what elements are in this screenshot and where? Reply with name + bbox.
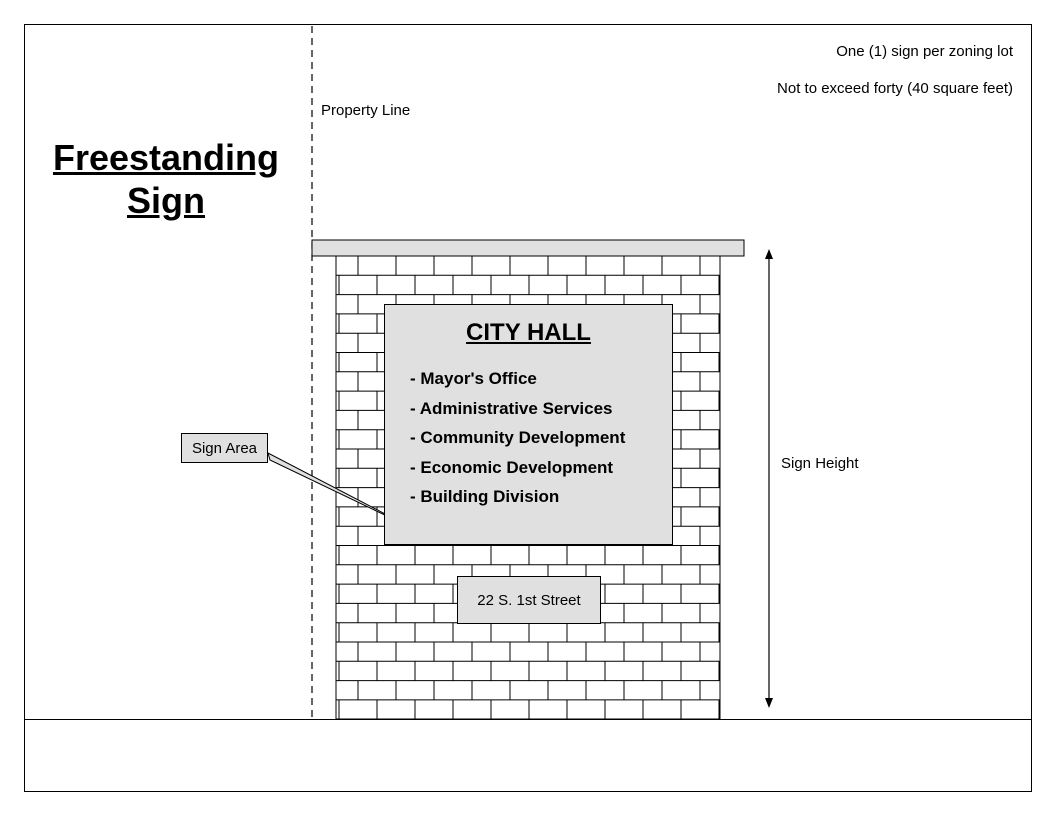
address-plaque: 22 S. 1st Street	[457, 576, 601, 624]
sign-area-pointer	[267, 452, 417, 531]
arrow-head-top	[765, 249, 773, 259]
sign-area-callout: Sign Area	[181, 433, 268, 463]
department-item: - Community Development	[410, 428, 626, 447]
department-item: - Mayor's Office	[410, 369, 537, 388]
property-line-label: Property Line	[321, 102, 411, 119]
department-item: - Administrative Services	[410, 398, 613, 418]
sign-cap	[311, 239, 745, 257]
diagram-heading: Freestanding Sign	[40, 136, 292, 222]
department-item: - Economic Development	[410, 457, 614, 477]
diagram-frame	[24, 24, 1032, 792]
sign-panel: CITY HALL - Mayor's Office - Administrat…	[384, 304, 673, 545]
heading-line-2: Sign	[127, 180, 205, 221]
arrow-head-bottom	[765, 698, 773, 708]
department-item: - Building Division	[410, 487, 560, 506]
heading-line-1: Freestanding	[52, 137, 280, 178]
note-sign-count: One (1) sign per zoning lot	[836, 43, 1013, 60]
sign-panel-title: CITY HALL	[466, 319, 591, 346]
sign-height-label: Sign Height	[781, 455, 859, 472]
department-list: - Mayor's Office - Administrative Servic…	[410, 369, 625, 517]
note-max-area: Not to exceed forty (40 square feet)	[777, 80, 1013, 97]
